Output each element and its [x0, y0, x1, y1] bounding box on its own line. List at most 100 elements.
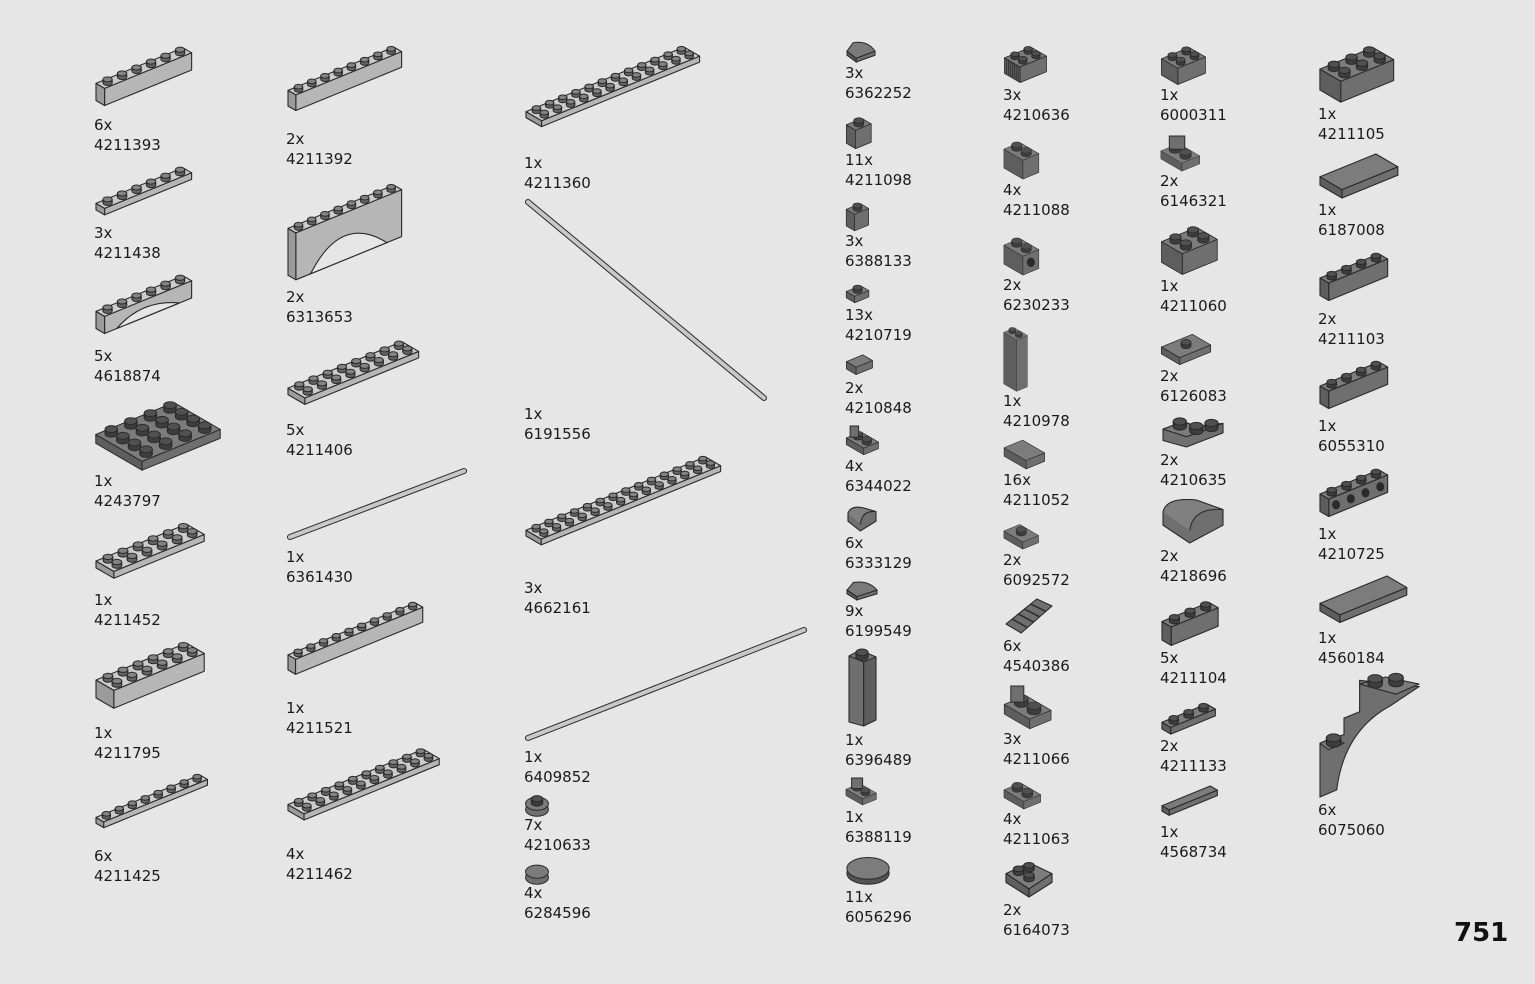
- part-number: 6075060: [1318, 821, 1385, 839]
- part-4210725: [1318, 462, 1406, 524]
- part-quantity: 5x: [1160, 649, 1179, 667]
- part-number: 4210848: [845, 399, 912, 417]
- part-4211393: [94, 40, 224, 115]
- part-number: 4211098: [845, 171, 912, 189]
- part-number: 4211393: [94, 136, 161, 154]
- part-4211060: [1160, 218, 1226, 276]
- part-4618874: [94, 268, 224, 346]
- part-label: 2x 6164073: [1003, 900, 1070, 940]
- part-number: 6000311: [1160, 106, 1227, 124]
- grille-brick-2x2-icon: [1004, 46, 1047, 83]
- part-4211438: [94, 160, 224, 222]
- part-4211066: [1003, 684, 1055, 730]
- part-number: 4211452: [94, 611, 161, 629]
- brick-1x1-center-stud-icon: [845, 202, 869, 232]
- corner-plate-2x2-icon: [1162, 417, 1224, 448]
- part-quantity: 2x: [1003, 551, 1022, 569]
- jumper-plate-1x2-icon: [1003, 524, 1039, 550]
- part-6199549: [845, 578, 879, 601]
- part-number: 6092572: [1003, 571, 1070, 589]
- part-4211360: [524, 40, 760, 150]
- part-4218696: [1160, 494, 1226, 546]
- part-number: 4210719: [845, 326, 912, 344]
- brick-1x6-icon: [95, 46, 193, 107]
- round-tile-2x2-icon: [846, 857, 890, 885]
- part-6284596: [524, 862, 550, 885]
- part-number: 6164073: [1003, 921, 1070, 939]
- part-number: 6344022: [845, 477, 912, 495]
- part-quantity: 13x: [845, 306, 873, 324]
- part-quantity: 2x: [1160, 451, 1179, 469]
- part-6055310: [1318, 354, 1406, 416]
- part-6187008: [1318, 150, 1402, 200]
- brick-1x2-holes-icon: [1003, 237, 1040, 276]
- part-quantity: 4x: [1003, 181, 1022, 199]
- part-number: 6126083: [1160, 387, 1227, 405]
- part-label: 13x 4210719: [845, 305, 912, 345]
- arch-brick-1x8-icon: [287, 184, 403, 281]
- plate-1x1-icon: [845, 284, 870, 304]
- part-quantity: 2x: [845, 379, 864, 397]
- tile-1x4-icon: [1161, 785, 1218, 816]
- brick-1x2-icon: [1003, 141, 1040, 180]
- brick-1x10-icon: [287, 601, 424, 675]
- part-number: 4211392: [286, 150, 353, 168]
- part-number: 6191556: [524, 425, 591, 443]
- part-4211452: [94, 516, 229, 591]
- part-4210978: [1003, 322, 1055, 392]
- part-4210633: [524, 794, 550, 817]
- part-quantity: 1x: [1003, 392, 1022, 410]
- part-quantity: 3x: [524, 579, 543, 597]
- part-4211103: [1318, 246, 1406, 308]
- bar-rod-long-icon: [525, 199, 767, 401]
- part-4211104: [1160, 594, 1230, 648]
- part-6056296: [845, 854, 891, 886]
- part-number: 6055310: [1318, 437, 1385, 455]
- part-number: 4211052: [1003, 491, 1070, 509]
- plate-2x8-icon: [287, 340, 420, 405]
- part-number: 4568734: [1160, 843, 1227, 861]
- plate-2x14-icon: [525, 455, 722, 546]
- part-label: 2x 6092572: [1003, 550, 1070, 590]
- bracket-plate-icon: [1003, 685, 1052, 730]
- part-quantity: 3x: [845, 232, 864, 250]
- part-quantity: 7x: [524, 816, 543, 834]
- part-quantity: 2x: [1003, 901, 1022, 919]
- part-number: 4218696: [1160, 567, 1227, 585]
- part-quantity: 5x: [94, 347, 113, 365]
- part-4210848: [845, 352, 879, 376]
- brick-1x1x5-icon: [848, 648, 877, 727]
- part-4568734: [1160, 782, 1232, 822]
- part-number: 4211133: [1160, 757, 1227, 775]
- part-number: 6056296: [845, 908, 912, 926]
- part-6146321: [1160, 134, 1222, 172]
- part-number: 6388119: [845, 828, 912, 846]
- part-number: 4540386: [1003, 657, 1070, 675]
- part-number: 6284596: [524, 904, 591, 922]
- part-quantity: 9x: [845, 602, 864, 620]
- plate-1x2-icon: [1003, 782, 1041, 810]
- part-quantity: 5x: [286, 421, 305, 439]
- part-4211795: [94, 635, 229, 723]
- part-number: 6199549: [845, 622, 912, 640]
- part-6409852: [524, 624, 808, 746]
- part-6164073: [1003, 856, 1055, 900]
